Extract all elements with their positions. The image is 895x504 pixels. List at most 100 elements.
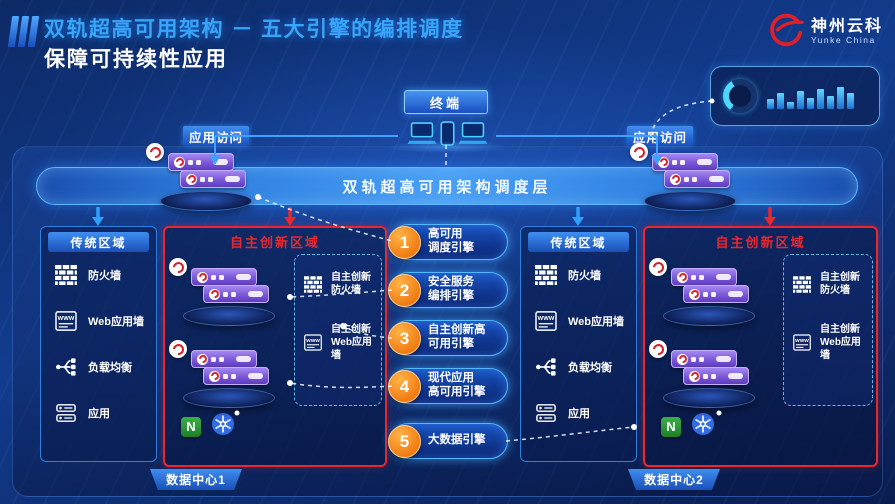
- logo-badge-icon: [169, 258, 187, 276]
- engine-label: 安全服务 编排引擎: [428, 276, 474, 302]
- logo-badge-icon: [649, 340, 667, 358]
- yunke-logo-icon: [767, 10, 805, 53]
- title-bars-icon: [7, 16, 40, 47]
- firewall-icon: [789, 275, 815, 293]
- zone-item: 负载均衡: [533, 357, 636, 377]
- access-left-label: 应用访问: [183, 126, 249, 146]
- tech-icons: N: [661, 412, 715, 441]
- innovation-zone-dc2: 自主创新区域 自主创新 防火墙 WWW 自主创新: [643, 226, 878, 467]
- platform-disc: [183, 306, 275, 326]
- terminal-label: 终端: [404, 90, 488, 114]
- tech-icons: N: [181, 412, 235, 441]
- innovation-subpanel: 自主创新 防火墙 WWW 自主创新 Web应用墙: [783, 254, 873, 406]
- logo-badge-icon: [649, 258, 667, 276]
- adc-cluster-icon: [169, 258, 283, 326]
- logo-badge-icon: [630, 143, 648, 161]
- traditional-zone-dc1: 传统区域 防火墙 WWW Web应用墙 负载均衡: [40, 226, 157, 462]
- svg-text:WWW: WWW: [306, 338, 320, 344]
- zone-item-label: 负载均衡: [88, 362, 132, 374]
- logo-badge-icon: [146, 143, 164, 161]
- nginx-icon: N: [661, 416, 681, 437]
- datacenter-2-label: 数据中心2: [628, 469, 720, 490]
- adc-cluster-icon: [169, 340, 283, 408]
- load-balancer-icon: [533, 357, 559, 377]
- zone-item-label: 防火墙: [88, 270, 121, 282]
- engine-label: 大数据引擎: [428, 434, 486, 447]
- bar-chart-icon: [767, 83, 854, 109]
- platform-disc: [644, 191, 736, 211]
- zone-title: 传统区域: [528, 232, 629, 252]
- zone-item-label: 自主创新 Web应用墙: [331, 324, 372, 361]
- engine-pill-5: 5 大数据引擎: [388, 423, 508, 459]
- engine-pill-2: 2 安全服务 编排引擎: [388, 272, 508, 308]
- zone-item: WWW Web应用墙: [533, 311, 636, 331]
- adc-cluster-icon: [649, 340, 763, 408]
- laptop-icon: [457, 122, 488, 144]
- slide-subtitle: 保障可持续性应用: [44, 48, 228, 71]
- zone-item: WWW Web应用墙: [53, 311, 156, 331]
- svg-text:WWW: WWW: [538, 316, 555, 322]
- gauge-icon: [723, 79, 757, 113]
- web-app-wall-icon: WWW: [53, 311, 79, 331]
- engine-pill-3: 3 自主创新高 可用引擎: [388, 320, 508, 356]
- firewall-icon: [300, 275, 326, 293]
- zone-item: WWW 自主创新 Web应用墙: [789, 323, 867, 362]
- zone-item-label: 自主创新 Web应用墙: [820, 324, 861, 361]
- firewall-icon: [53, 265, 79, 285]
- zone-item-label: Web应用墙: [88, 316, 145, 328]
- zone-item: 防火墙: [533, 265, 636, 285]
- app-icon: [533, 403, 559, 423]
- innovation-subpanel: 自主创新 防火墙 WWW 自主创新 Web应用墙: [294, 254, 382, 406]
- zone-title: 自主创新区域: [229, 235, 320, 250]
- engine-number-badge: 4: [388, 370, 421, 403]
- zone-item: 负载均衡: [53, 357, 156, 377]
- zone-item: 防火墙: [53, 265, 156, 285]
- zone-item-label: 应用: [568, 408, 590, 420]
- zone-title: 自主创新区域: [715, 235, 806, 250]
- datacenter-1-label: 数据中心1: [150, 469, 242, 490]
- kubernetes-icon: [691, 412, 715, 441]
- load-balancer-icon: [53, 357, 79, 377]
- zone-item: 自主创新 防火墙: [789, 271, 867, 297]
- zone-item: WWW 自主创新 Web应用墙: [300, 323, 376, 362]
- engine-number-badge: 2: [388, 274, 421, 307]
- zone-item-label: Web应用墙: [568, 316, 625, 328]
- web-app-wall-icon: WWW: [789, 334, 815, 351]
- engine-pill-1: 1 高可用 调度引擎: [388, 224, 508, 260]
- app-icon: [53, 403, 79, 423]
- zone-item: 应用: [533, 403, 636, 423]
- adc-cluster-icon: [146, 143, 260, 211]
- adc-cluster-icon: [630, 143, 744, 211]
- logo-name: 神州云科: [810, 18, 883, 36]
- scheduler-label: 双轨超高可用架构调度层: [342, 178, 552, 196]
- zone-item-label: 自主创新 防火墙: [331, 272, 371, 296]
- engine-number-badge: 1: [388, 226, 421, 259]
- monitoring-widget: [710, 66, 880, 126]
- traditional-zone-dc2: 传统区域 防火墙 WWW Web应用墙 负载均衡: [520, 226, 637, 462]
- firewall-icon: [533, 265, 559, 285]
- zone-item-label: 应用: [88, 408, 110, 420]
- zone-item: 自主创新 防火墙: [300, 271, 376, 297]
- logo-badge-icon: [169, 340, 187, 358]
- zone-item-label: 防火墙: [568, 270, 601, 282]
- engine-label: 现代应用 高可用引擎: [428, 372, 486, 398]
- logo-subname: Yunke China: [810, 34, 876, 45]
- platform-disc: [663, 388, 755, 408]
- slide-title: 双轨超高可用架构 － 五大引擎的编排调度: [44, 18, 464, 41]
- zone-item-label: 负载均衡: [568, 362, 612, 374]
- kubernetes-icon: [211, 412, 235, 441]
- engine-label: 高可用 调度引擎: [428, 228, 474, 254]
- engine-pill-4: 4 现代应用 高可用引擎: [388, 368, 508, 404]
- zone-title: 传统区域: [48, 232, 149, 252]
- platform-disc: [160, 191, 252, 211]
- company-logo: 神州云科 Yunke China: [767, 10, 883, 53]
- nginx-icon: N: [181, 416, 201, 437]
- svg-text:WWW: WWW: [795, 338, 809, 344]
- web-app-wall-icon: WWW: [300, 334, 326, 351]
- phone-icon: [439, 121, 455, 146]
- laptop-icon: [406, 122, 437, 144]
- web-app-wall-icon: WWW: [533, 311, 559, 331]
- innovation-zone-dc1: 自主创新区域 自主创新 防火墙 WWW 自主创新: [163, 226, 387, 467]
- engine-number-badge: 3: [388, 322, 421, 355]
